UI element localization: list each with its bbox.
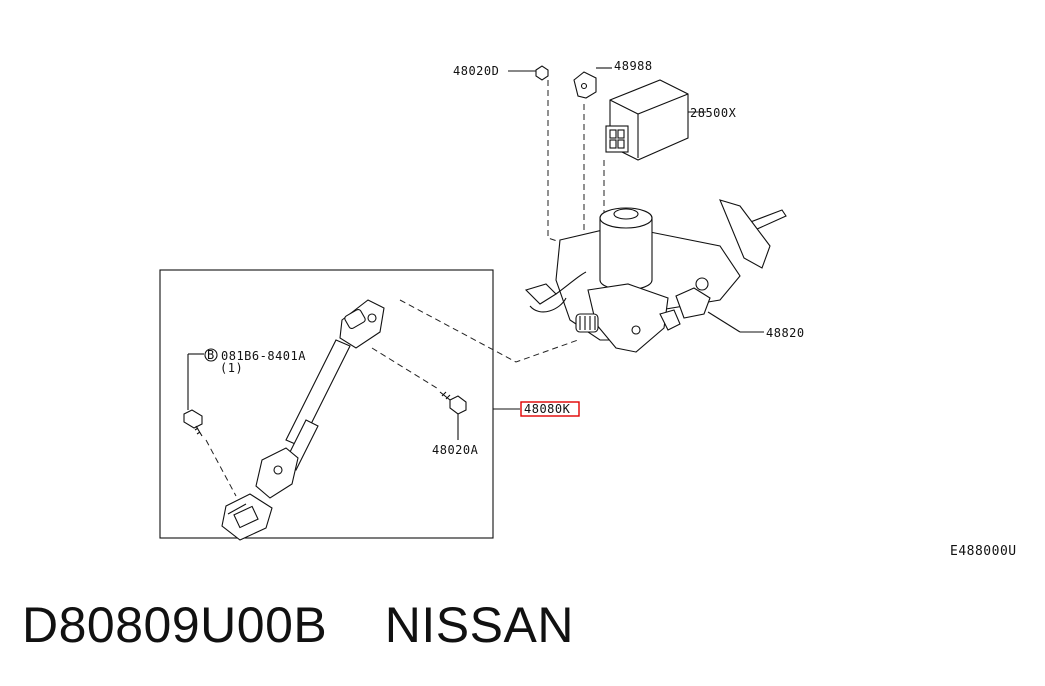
bracket-48988 [573,67,612,99]
bolt-081b6-8401a [183,353,204,437]
label-081b6-circle: B [207,348,215,362]
label-48020a: 48020A [432,443,479,457]
label-081b6-qty: (1) [220,361,243,375]
control-unit-28500x [605,79,706,161]
diagram-code: E488000U [950,544,1017,559]
label-48988: 48988 [614,59,653,73]
part-number-caption: D80809U00B NISSAN [22,597,574,653]
circled-b-marker [204,348,218,362]
label-48020d: 48020D [453,64,499,78]
label-48080k: 48080K [524,402,571,416]
label-28500x: 28500X [690,106,737,120]
intermediate-shaft-48080k [221,299,385,541]
label-48820: 48820 [766,326,805,340]
bolt-48020a [439,391,467,440]
label-081b6: 081B6-8401A [221,349,306,363]
steering-column-48820 [524,199,787,353]
highlight-48080k [520,401,580,417]
clip-48020d [508,65,549,81]
inset-frame [159,269,494,539]
